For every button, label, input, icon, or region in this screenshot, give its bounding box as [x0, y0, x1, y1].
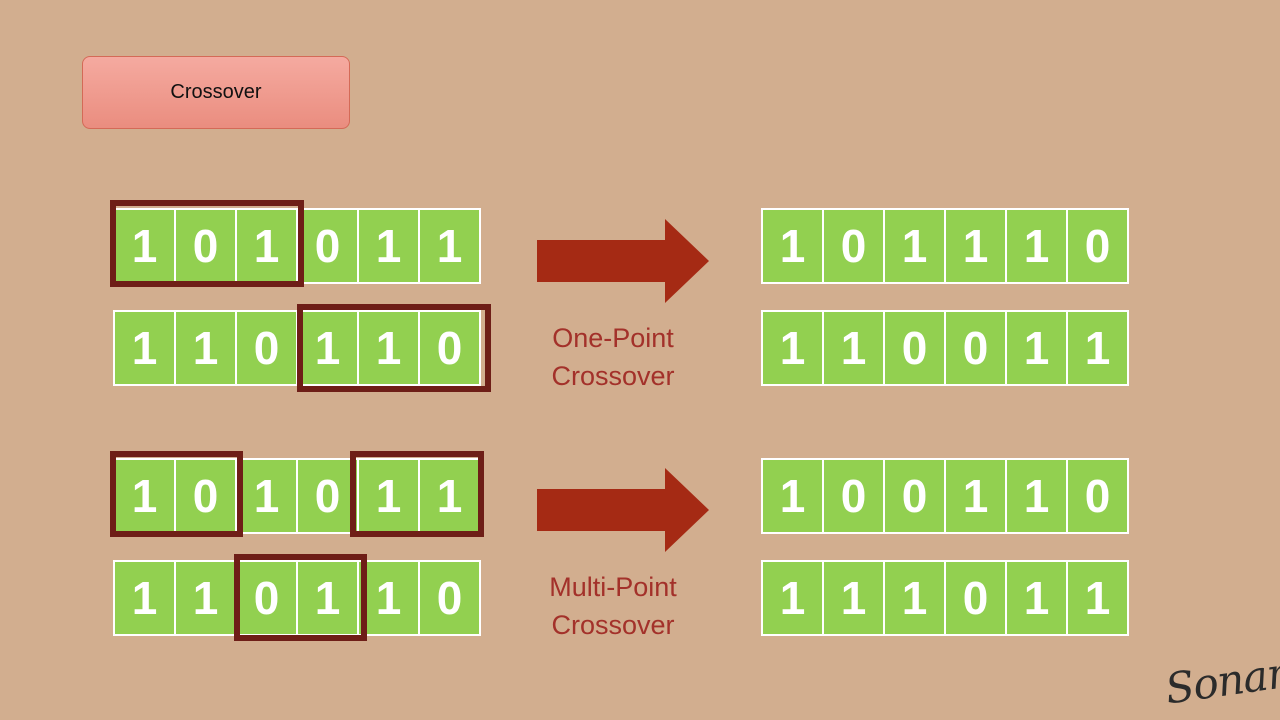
gene-cell: 1: [115, 210, 174, 282]
caption-line: Crossover: [551, 610, 675, 640]
one-point-arrow-icon: [537, 219, 709, 303]
gene-cell: 0: [946, 562, 1005, 634]
gene-cell: 1: [885, 562, 944, 634]
gene-cell: 1: [359, 312, 418, 384]
gene-cell: 0: [237, 562, 296, 634]
one-point-child2-row: 1 1 0 0 1 1: [761, 310, 1129, 386]
multi-point-highlight-parent1-a: [110, 451, 243, 537]
multi-point-child1-row: 1 0 0 1 1 0: [761, 458, 1129, 534]
gene-cell: 1: [824, 562, 883, 634]
gene-cell: 1: [946, 210, 1005, 282]
gene-cell: 1: [359, 562, 418, 634]
one-point-highlight-parent1: [110, 200, 304, 287]
gene-cell: 0: [237, 312, 296, 384]
multi-point-arrow-icon: [537, 468, 709, 552]
one-point-child1-row: 1 0 1 1 1 0: [761, 208, 1129, 284]
gene-cell: 0: [420, 562, 479, 634]
gene-cell: 1: [237, 210, 296, 282]
gene-cell: 0: [946, 312, 1005, 384]
gene-cell: 1: [298, 562, 357, 634]
gene-cell: 0: [1068, 210, 1127, 282]
gene-cell: 1: [763, 210, 822, 282]
gene-cell: 1: [1007, 460, 1066, 532]
gene-cell: 1: [1068, 562, 1127, 634]
gene-cell: 1: [1068, 312, 1127, 384]
section-title: Crossover: [170, 81, 262, 103]
gene-cell: 0: [885, 312, 944, 384]
gene-cell: 1: [885, 210, 944, 282]
multi-point-parent2-row: 1 1 0 1 1 0: [113, 560, 481, 636]
one-point-highlight-parent2: [297, 304, 491, 392]
gene-cell: 0: [420, 312, 479, 384]
gene-cell: 0: [176, 210, 235, 282]
gene-cell: 1: [763, 562, 822, 634]
gene-cell: 1: [946, 460, 1005, 532]
gene-cell: 1: [1007, 210, 1066, 282]
gene-cell: 0: [298, 460, 357, 532]
multi-point-child2-row: 1 1 1 0 1 1: [761, 560, 1129, 636]
gene-cell: 1: [176, 562, 235, 634]
gene-cell: 0: [885, 460, 944, 532]
gene-cell: 1: [298, 312, 357, 384]
one-point-parent1-row: 1 0 1 0 1 1: [113, 208, 481, 284]
gene-cell: 1: [420, 460, 479, 532]
gene-cell: 1: [420, 210, 479, 282]
gene-cell: 1: [1007, 312, 1066, 384]
gene-cell: 0: [824, 460, 883, 532]
multi-point-caption: Multi-Point Crossover: [503, 568, 723, 644]
gene-cell: 0: [298, 210, 357, 282]
gene-cell: 1: [763, 312, 822, 384]
gene-cell: 0: [824, 210, 883, 282]
gene-cell: 1: [824, 312, 883, 384]
gene-cell: 1: [115, 460, 174, 532]
caption-line: One-Point: [552, 323, 674, 353]
gene-cell: 1: [763, 460, 822, 532]
gene-cell: 1: [176, 312, 235, 384]
caption-line: Multi-Point: [549, 572, 677, 602]
one-point-caption: One-Point Crossover: [503, 319, 723, 395]
gene-cell: 1: [115, 562, 174, 634]
gene-cell: 1: [359, 210, 418, 282]
gene-cell: 1: [115, 312, 174, 384]
gene-cell: 0: [176, 460, 235, 532]
section-title-box: Crossover: [82, 56, 350, 129]
gene-cell: 0: [1068, 460, 1127, 532]
gene-cell: 1: [1007, 562, 1066, 634]
multi-point-highlight-parent2: [234, 554, 367, 641]
caption-line: Crossover: [551, 361, 675, 391]
signature-watermark: Sonam: [1162, 645, 1280, 714]
gene-cell: 1: [359, 460, 418, 532]
multi-point-parent1-row: 1 0 1 0 1 1: [113, 458, 481, 534]
gene-cell: 1: [237, 460, 296, 532]
multi-point-highlight-parent1-b: [350, 451, 484, 537]
